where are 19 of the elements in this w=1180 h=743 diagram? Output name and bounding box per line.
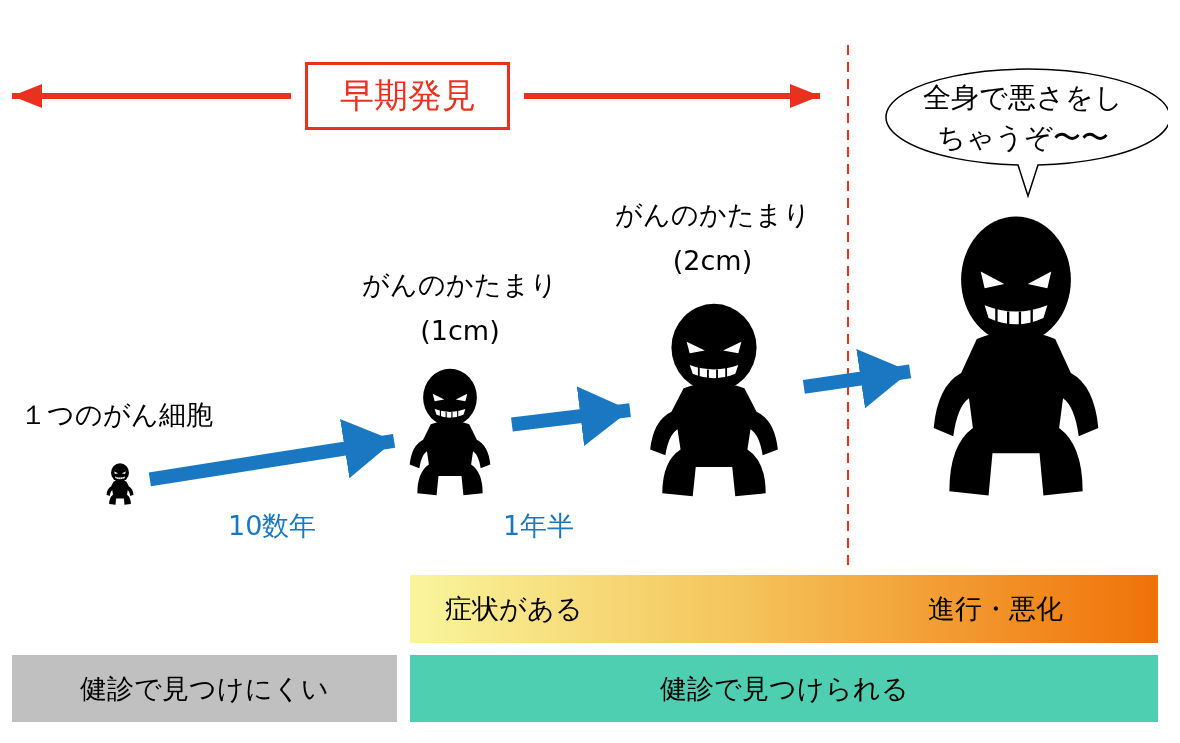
node-label: がんのかたまり (1cm) xyxy=(361,268,559,348)
band-text: 進行・悪化 xyxy=(928,592,1063,626)
creature-silhouette-drawing xyxy=(104,462,136,506)
band-text: 健診で見つけにくい xyxy=(80,671,329,706)
box-title: 早期発見 xyxy=(339,74,476,117)
label-box xyxy=(305,62,510,130)
arrow xyxy=(802,348,912,409)
arrow xyxy=(511,386,631,446)
arrow xyxy=(524,84,820,108)
node-label: １つのがん細胞 xyxy=(20,398,214,432)
node-label: がんのかたまり (2cm) xyxy=(613,198,812,278)
band-text: 健診で見つけられる xyxy=(659,671,909,706)
status-band xyxy=(12,655,397,722)
band-text: 症状がある xyxy=(445,592,583,626)
arrow xyxy=(148,418,396,487)
arrow xyxy=(12,84,291,108)
progress-band xyxy=(410,575,1158,643)
speech-text: 全身で悪さをしちゃうぞ〜〜 xyxy=(922,80,1124,156)
status-band xyxy=(410,655,1158,722)
